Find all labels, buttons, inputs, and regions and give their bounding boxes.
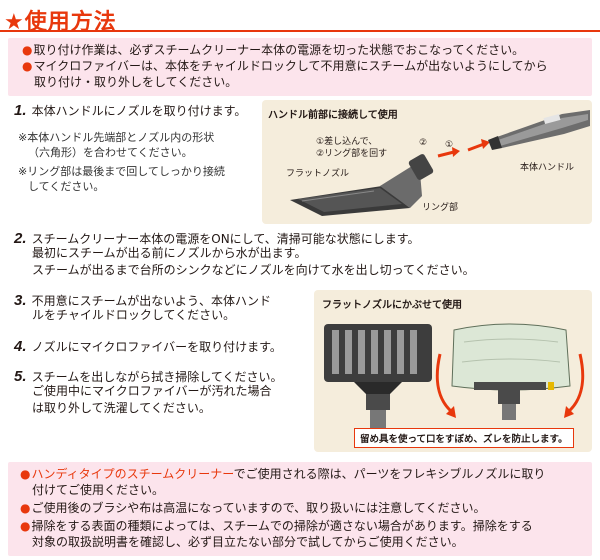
step-1-note-line: ※リング部は最後まで回してしっかり接続 xyxy=(18,165,225,178)
step-5-line-2: ご使用中にマイクロファイバーが汚れた場合 xyxy=(32,384,272,398)
step-4-number: 4. xyxy=(14,338,27,355)
bullet-icon: ● xyxy=(22,59,33,73)
step-2-text: スチームクリーナー本体の電源をONにして、清掃可能な状態にします。 xyxy=(31,232,420,246)
figure-1-circle-1: ① xyxy=(445,140,454,150)
step-1: 1. 本体ハンドルにノズルを取り付けます。 xyxy=(14,100,246,120)
bottom-note-1-line2: 付けてご使用ください。 xyxy=(32,483,165,497)
figure-1-step2-label: ②リング部を回す xyxy=(316,149,388,159)
bottom-notes-box: ●ハンディタイプのスチームクリーナーでご使用される際は、パーツをフレキシブルノズ… xyxy=(8,462,592,556)
step-3-line-2: ルをチャイルドロックしてください。 xyxy=(32,308,236,322)
top-note-2-line2: 取り付け・取り外しをしてください。 xyxy=(34,75,238,89)
bottom-note-3-line2: 対象の取扱説明書を確認し、必ず目立たない部分で試してからご使用ください。 xyxy=(32,535,464,549)
figure-1-circle-2: ② xyxy=(419,138,428,148)
step-5-line-3: は取り外して洗濯してください。 xyxy=(32,401,211,415)
bottom-note-3-text: 掃除をする表面の種類によっては、スチームでの掃除が適さない場合があります。掃除を… xyxy=(31,519,533,533)
step-2-line-2: 最初にスチームが出る前にノズルから水が出ます。 xyxy=(32,246,307,260)
top-note-1: ●取り付け作業は、必ずスチームクリーナー本体の電源を切った状態でおこなってくださ… xyxy=(22,42,588,58)
step-5-text: スチームを出しながら拭き掃除してください。 xyxy=(31,370,283,384)
step-2-number: 2. xyxy=(14,230,27,247)
top-note-2-prefix: マイクロファイバー xyxy=(33,59,142,73)
step-3: 3. 不用意にスチームが出ないよう、本体ハンド xyxy=(14,290,314,310)
figure-2-caption: 留め具を使って口をすぼめ、ズレを防止します。 xyxy=(354,428,574,448)
title-divider xyxy=(0,30,600,32)
bottom-note-1-prefix: ハンディタイプのスチームクリーナー xyxy=(31,467,234,481)
microfiber-cover-illustration xyxy=(324,323,585,432)
top-note-1-text: 取り付け作業は、必ずスチームクリーナー本体の電源を切った状態でおこなってください… xyxy=(33,43,525,57)
figure-nozzle-attach: ハンドル前部に接続して使用 ①差し込んで、 ②リング部を回す ② ① フラットノ… xyxy=(262,100,592,224)
figure-1-handle-label: 本体ハンドル xyxy=(520,163,575,173)
bullet-icon: ● xyxy=(20,519,31,533)
step-3-number: 3. xyxy=(14,292,27,309)
step-2: 2. スチームクリーナー本体の電源をONにして、清掃可能な状態にします。 xyxy=(14,228,594,248)
top-note-2-text: は、本体をチャイルドロックして不用意にスチームが出ないようにしてから xyxy=(141,59,548,73)
bottom-note-2: ●ご使用後のブラシや布は高温になっていますので、取り扱いには注意してください。 xyxy=(20,500,590,516)
figure-microfiber-cover: フラットノズルにかぶせて使用 留め具を使って口をすぼめ、ズレを防止します。 xyxy=(314,290,592,452)
bottom-note-3: ●掃除をする表面の種類によっては、スチームでの掃除が適さない場合があります。掃除… xyxy=(20,518,590,534)
top-notes-box: ●取り付け作業は、必ずスチームクリーナー本体の電源を切った状態でおこなってくださ… xyxy=(8,38,592,96)
bullet-icon: ● xyxy=(22,43,33,57)
step-1-note-line: ※本体ハンドル先端部とノズル内の形状 xyxy=(18,131,215,144)
bottom-note-1: ●ハンディタイプのスチームクリーナーでご使用される際は、パーツをフレキシブルノズ… xyxy=(20,466,590,482)
step-4: 4. ノズルにマイクロファイバーを取り付けます。 xyxy=(14,336,314,356)
nozzle-attach-illustration xyxy=(290,110,590,216)
step-5: 5. スチームを出しながら拭き掃除してください。 xyxy=(14,366,314,386)
step-1-note-line: してください。 xyxy=(28,180,105,193)
bottom-note-1-text: でご使用される際は、パーツをフレキシブルノズルに取り xyxy=(233,467,546,481)
step-3-text: 不用意にスチームが出ないよう、本体ハンド xyxy=(31,294,272,308)
figure-1-ring-label: リング部 xyxy=(422,203,459,213)
top-note-2: ●マイクロファイバーは、本体をチャイルドロックして不用意にスチームが出ないように… xyxy=(22,58,588,74)
step-1-note-line: （六角形）を合わせてください。 xyxy=(28,146,193,159)
figure-1-heading: ハンドル前部に接続して使用 xyxy=(268,110,398,121)
step-2-line-3: スチームが出るまで台所のシンクなどにノズルを向けて水を出し切ってください。 xyxy=(32,263,475,277)
bullet-icon: ● xyxy=(20,501,31,515)
step-1-note-1: ※本体ハンドル先端部とノズル内の形状 （六角形）を合わせてください。 xyxy=(18,130,258,160)
step-1-number: 1. xyxy=(14,102,27,119)
step-5-number: 5. xyxy=(14,368,27,385)
bottom-note-2-text: ご使用後のブラシや布は高温になっていますので、取り扱いには注意してください。 xyxy=(31,501,486,515)
step-1-note-2: ※リング部は最後まで回してしっかり接続 してください。 xyxy=(18,164,258,194)
figure-1-step1-label: ①差し込んで、 xyxy=(316,137,378,147)
bullet-icon: ● xyxy=(20,467,31,481)
step-4-text: ノズルにマイクロファイバーを取り付けます。 xyxy=(31,340,282,354)
step-1-text: 本体ハンドルにノズルを取り付けます。 xyxy=(31,104,247,118)
figure-1-nozzle-label: フラットノズル xyxy=(286,169,350,179)
figure-2-heading: フラットノズルにかぶせて使用 xyxy=(322,300,462,311)
